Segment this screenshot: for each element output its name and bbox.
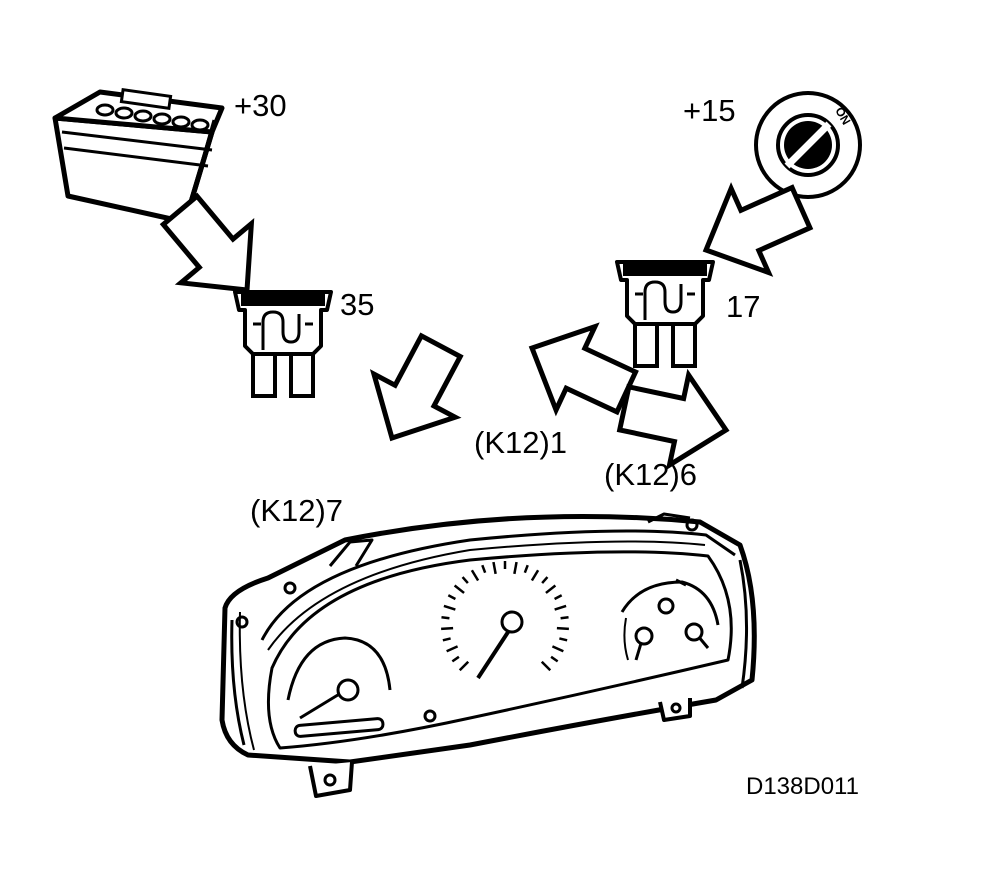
ignition-switch-icon (754, 91, 862, 199)
speedometer-ticks (441, 561, 569, 672)
ignition-terminal-label: +15 (683, 93, 736, 128)
figure-code-label: D138D011 (746, 773, 859, 800)
fuse-17-label: 17 (726, 289, 761, 324)
fuse-35-label: 35 (340, 287, 375, 322)
connector-pin-7-label: (K12)7 (250, 493, 344, 528)
connector-pin-1-label: (K12)1 (474, 425, 568, 460)
fuse-17-icon (615, 260, 715, 368)
fuse-35-icon (233, 290, 333, 398)
connector-pin-6-label: (K12)6 (604, 457, 698, 492)
battery-icon (52, 88, 225, 225)
battery-terminal-label: +30 (234, 88, 287, 123)
instrument-cluster-icon (219, 512, 757, 798)
arrow-fuse-to-cluster-icon (351, 325, 481, 460)
